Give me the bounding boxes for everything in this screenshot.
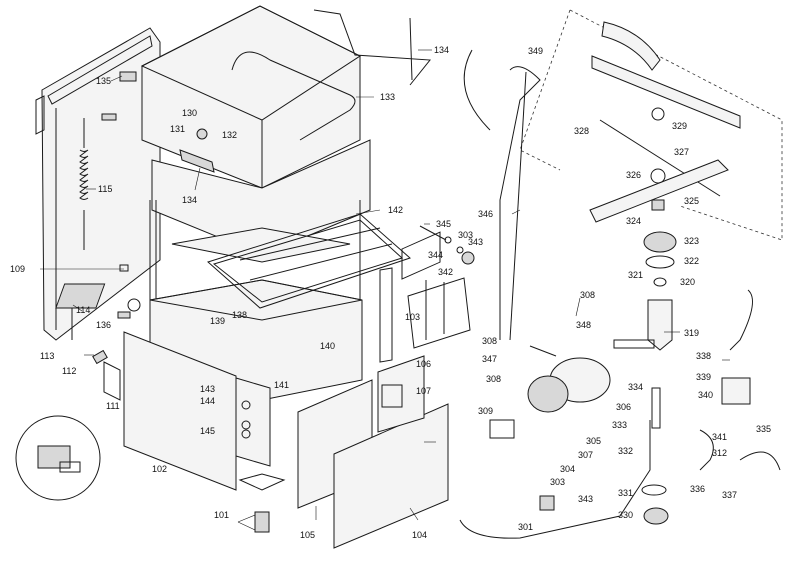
callout-339: 339 xyxy=(696,372,711,382)
callout-327: 327 xyxy=(674,147,689,157)
upper-spray-arm xyxy=(591,55,741,197)
callout-303-a: 303 xyxy=(458,230,473,240)
hood xyxy=(140,5,371,256)
basket xyxy=(407,277,471,349)
callout-106: 106 xyxy=(416,359,431,369)
callout-136: 136 xyxy=(96,320,111,330)
arm-hub xyxy=(601,21,677,351)
callout-324: 324 xyxy=(626,216,641,226)
callout-102: 102 xyxy=(152,464,167,474)
pump xyxy=(489,345,611,439)
callout-307: 307 xyxy=(578,450,593,460)
callout-132: 132 xyxy=(222,130,237,140)
callout-139: 139 xyxy=(210,316,225,326)
callout-111: 111 xyxy=(106,401,120,411)
callout-labels: 101 102 103 104 105 106 107 109 111 112 … xyxy=(10,45,771,540)
callout-101: 101 xyxy=(214,510,229,520)
callout-331: 331 xyxy=(618,488,633,498)
callout-342: 342 xyxy=(438,267,453,277)
hose xyxy=(463,49,541,341)
callout-141: 141 xyxy=(274,380,289,390)
feet xyxy=(238,473,286,533)
callout-332: 332 xyxy=(618,446,633,456)
valve-assembly xyxy=(699,289,781,471)
callout-115: 115 xyxy=(98,184,112,194)
callout-319: 319 xyxy=(684,328,699,338)
callout-325: 325 xyxy=(684,196,699,206)
spray-arm-outline xyxy=(519,9,783,241)
callout-322: 322 xyxy=(684,256,699,266)
callout-340: 340 xyxy=(698,390,713,400)
callout-309: 309 xyxy=(478,406,493,416)
callout-133: 133 xyxy=(380,92,395,102)
callout-308-c: 308 xyxy=(486,374,501,384)
heater-tube xyxy=(459,420,651,539)
callout-109: 109 xyxy=(10,264,25,274)
nozzle-assembly xyxy=(419,225,475,265)
side-panel xyxy=(35,27,161,341)
callout-140: 140 xyxy=(320,341,335,351)
callout-308-a: 308 xyxy=(580,290,595,300)
rack xyxy=(207,213,411,309)
callout-333: 333 xyxy=(612,420,627,430)
callout-343-b: 343 xyxy=(578,494,593,504)
leader-lines xyxy=(40,49,730,531)
callout-114: 114 xyxy=(76,305,90,315)
callout-337: 337 xyxy=(722,490,737,500)
callout-345: 345 xyxy=(436,219,451,229)
callout-326: 326 xyxy=(626,170,641,180)
callout-142: 142 xyxy=(388,205,403,215)
callout-107: 107 xyxy=(416,386,431,396)
callout-303-b: 303 xyxy=(550,477,565,487)
callout-134-b: 134 xyxy=(182,195,197,205)
hood-handle xyxy=(231,9,431,141)
callout-105: 105 xyxy=(300,530,315,540)
callout-336: 336 xyxy=(690,484,705,494)
callout-343-a: 343 xyxy=(468,237,483,247)
callout-112: 112 xyxy=(62,366,76,376)
callout-103: 103 xyxy=(405,312,420,322)
callout-134-a: 134 xyxy=(434,45,449,55)
door-panels xyxy=(297,231,449,549)
drain-parts xyxy=(539,387,669,525)
callout-348: 348 xyxy=(576,320,591,330)
callout-349: 349 xyxy=(528,46,543,56)
callout-329: 329 xyxy=(672,121,687,131)
callout-305: 305 xyxy=(586,436,601,446)
lower-spray-arm xyxy=(589,159,729,223)
callout-334: 334 xyxy=(628,382,643,392)
callout-338: 338 xyxy=(696,351,711,361)
callout-131: 131 xyxy=(170,124,185,134)
callout-346: 346 xyxy=(478,209,493,219)
callout-330: 330 xyxy=(618,510,633,520)
callout-308-b: 308 xyxy=(482,336,497,346)
callout-113: 113 xyxy=(40,351,54,361)
callout-344: 344 xyxy=(428,250,443,260)
callout-143: 143 xyxy=(200,384,215,394)
callout-301: 301 xyxy=(518,522,533,532)
spring xyxy=(79,118,89,250)
callout-335: 335 xyxy=(756,424,771,434)
callout-145: 145 xyxy=(200,426,215,436)
callout-341: 341 xyxy=(712,432,727,442)
callout-104: 104 xyxy=(412,530,427,540)
detail-inset xyxy=(15,415,101,501)
callout-312: 312 xyxy=(712,448,727,458)
callout-306: 306 xyxy=(616,402,631,412)
callout-320: 320 xyxy=(680,277,695,287)
callout-144: 144 xyxy=(200,396,215,406)
callout-138: 138 xyxy=(232,310,247,320)
front-panel xyxy=(123,331,271,491)
callout-304: 304 xyxy=(560,464,575,474)
callout-323: 323 xyxy=(684,236,699,246)
callout-135: 135 xyxy=(96,76,111,86)
callout-130: 130 xyxy=(182,108,197,118)
callout-321: 321 xyxy=(628,270,643,280)
callout-328: 328 xyxy=(574,126,589,136)
callout-347: 347 xyxy=(482,354,497,364)
